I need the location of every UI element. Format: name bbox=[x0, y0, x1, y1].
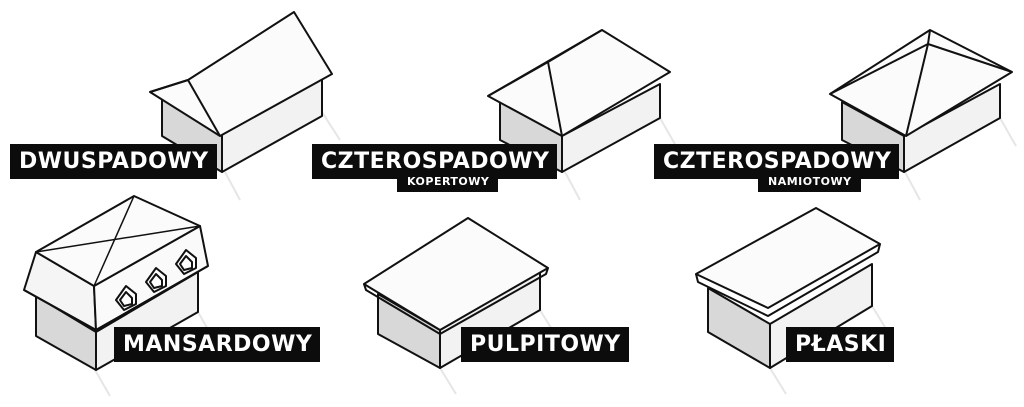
roof-sublabel-kopertowy: KOPERTOWY bbox=[397, 171, 499, 192]
roof-label-dwuspadowy: DWUSPADOWY bbox=[10, 144, 217, 179]
roof-sublabel-namiotowy: NAMIOTOWY bbox=[758, 171, 861, 192]
roof-label-mansardowy: MANSARDOWY bbox=[114, 327, 321, 362]
roof-label-pulpitowy: PULPITOWY bbox=[461, 327, 629, 362]
roof-label-plaski: PŁASKI bbox=[786, 327, 895, 362]
